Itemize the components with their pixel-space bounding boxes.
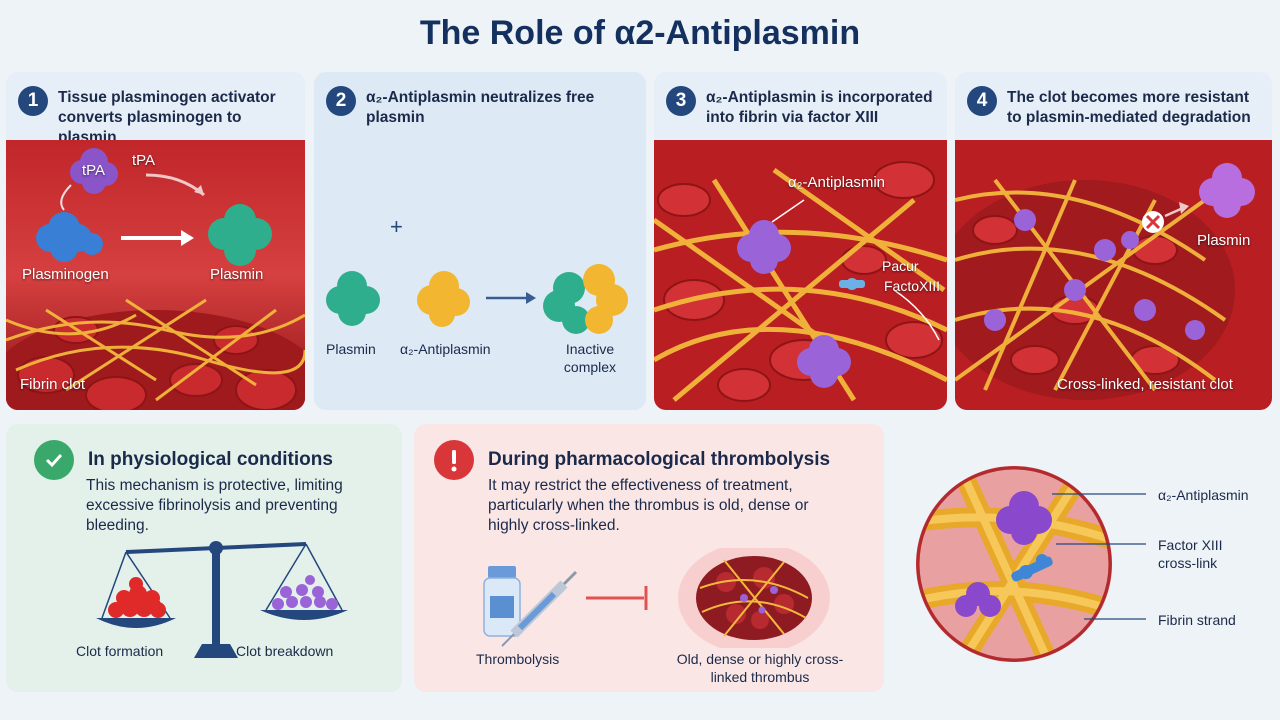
antiplasmin-molecule-2 bbox=[797, 335, 851, 388]
plasminogen-label: Plasminogen bbox=[22, 266, 109, 283]
syringe-icon bbox=[501, 570, 578, 647]
thrombolysis-label: Thrombolysis bbox=[476, 651, 560, 667]
physiological-title: In physiological conditions bbox=[88, 449, 333, 470]
blocked-icon bbox=[1142, 211, 1164, 233]
thrombolysis-illustration bbox=[483, 548, 830, 648]
alert-icon bbox=[434, 440, 474, 480]
incorporation-illustration bbox=[654, 140, 947, 410]
plus-sign: + bbox=[390, 214, 403, 239]
thrombus-label: Old, dense or highly cross-linked thromb… bbox=[676, 651, 844, 685]
fibrin-clot-label: Fibrin clot bbox=[20, 376, 86, 393]
tpa-molecule-label: tPA bbox=[82, 162, 106, 179]
antiplasmin-molecule bbox=[417, 271, 470, 327]
step-3-header: 3 α₂-Antiplasmin is incorporated into fi… bbox=[666, 86, 939, 142]
vial-icon bbox=[483, 566, 521, 637]
step-2-scene: + Plasmin α₂-Antiplasmin Inactive comple… bbox=[314, 140, 646, 410]
step-3-text: α₂-Antiplasmin is incorporated into fibr… bbox=[706, 89, 933, 126]
pharmacological-panel: During pharmacological thrombolysis It m… bbox=[414, 424, 884, 692]
plasmin-label: Plasmin bbox=[1197, 232, 1251, 249]
step-3-panel: 3 α₂-Antiplasmin is incorporated into fi… bbox=[654, 72, 947, 410]
clot-pile bbox=[108, 577, 166, 618]
inactive-complex-label: Inactive complex bbox=[563, 341, 617, 375]
zoom-factor-label: Factor XIII cross-link bbox=[1158, 537, 1223, 571]
physiological-panel: In physiological conditions This mechani… bbox=[6, 424, 402, 692]
step-1-panel: 1 Tissue plasminogen activator converts … bbox=[6, 72, 305, 410]
step-3-number: 3 bbox=[666, 86, 696, 116]
zoom-antiplasmin-2 bbox=[955, 582, 1001, 617]
zoom-factor-link bbox=[1011, 554, 1053, 582]
step-2-text: α₂-Antiplasmin neutralizes free plasmin bbox=[366, 89, 595, 126]
step-4-panel: 4 The clot becomes more resistant to pla… bbox=[955, 72, 1272, 410]
balance-scale-icon bbox=[96, 541, 348, 658]
step-2-header: 2 α₂-Antiplasmin neutralizes free plasmi… bbox=[326, 86, 638, 142]
antiplasmin-label: α₂-Antiplasmin bbox=[788, 174, 886, 191]
step-1-text: Tissue plasminogen activator converts pl… bbox=[58, 89, 276, 146]
factor-label-1: Pacur bbox=[882, 258, 919, 274]
step-3-scene: α₂-Antiplasmin Pacur FactoXIII bbox=[654, 140, 947, 410]
zoom-fibrin-label: Fibrin strand bbox=[1158, 612, 1236, 628]
factor-label-2: FactoXIII bbox=[884, 278, 941, 294]
zoom-panel: α₂-Antiplasmin Factor XIII cross-link Fi… bbox=[894, 424, 1272, 692]
resistant-clot-illustration bbox=[955, 140, 1272, 410]
neutralization-illustration bbox=[326, 264, 628, 334]
step-4-header: 4 The clot becomes more resistant to pla… bbox=[967, 86, 1264, 142]
fibrin-zoom-illustration bbox=[916, 466, 1112, 662]
step-4-scene: Plasmin Cross-linked, resistant clot bbox=[955, 140, 1272, 410]
pharmacological-body: It may restrict the effectiveness of tre… bbox=[488, 477, 809, 534]
step-2-number: 2 bbox=[326, 86, 356, 116]
plasminogen-molecule bbox=[36, 212, 103, 262]
step-1-scene: tPA tPA Plasminogen Plasmin Fibrin clot bbox=[6, 140, 305, 410]
tpa-molecule bbox=[70, 148, 118, 194]
plasmin-label: Plasmin bbox=[326, 341, 376, 357]
breakdown-pile bbox=[272, 575, 338, 610]
thrombus-illustration bbox=[678, 548, 830, 648]
inactive-complex-molecule bbox=[543, 264, 628, 334]
check-icon bbox=[34, 440, 74, 480]
zoom-antiplasmin-label: α₂-Antiplasmin bbox=[1158, 487, 1249, 503]
step-4-number: 4 bbox=[967, 86, 997, 116]
pharmacological-title: During pharmacological thrombolysis bbox=[488, 449, 831, 470]
zoom-antiplasmin bbox=[996, 491, 1052, 545]
antiplasmin-molecule bbox=[737, 220, 791, 274]
zoom-leader-lines bbox=[1052, 493, 1146, 620]
clot-formation-label: Clot formation bbox=[76, 643, 164, 659]
plasmin-molecule bbox=[208, 204, 272, 266]
tpa-arrow-label: tPA bbox=[132, 152, 156, 169]
clot-breakdown-label: Clot breakdown bbox=[236, 643, 334, 659]
step-1-number: 1 bbox=[18, 86, 48, 116]
step-4-text: The clot becomes more resistant to plasm… bbox=[1007, 89, 1251, 126]
antiplasmin-label: α₂-Antiplasmin bbox=[400, 341, 491, 357]
bound-antiplasmin bbox=[984, 209, 1205, 340]
physiological-body: This mechanism is protective, limiting e… bbox=[86, 477, 343, 534]
plasmin-label: Plasmin bbox=[210, 266, 264, 283]
plasmin-molecule bbox=[1199, 163, 1255, 218]
factor-xiii-link bbox=[839, 278, 865, 290]
activation-illustration bbox=[6, 140, 305, 410]
plasmin-molecule bbox=[326, 271, 380, 326]
step-1-header: 1 Tissue plasminogen activator converts … bbox=[18, 86, 297, 146]
resistant-clot-label: Cross-linked, resistant clot bbox=[1057, 376, 1233, 393]
page-title: The Role of α2-Antiplasmin bbox=[419, 14, 861, 52]
pharmacological-header: During pharmacological thrombolysis bbox=[434, 440, 830, 480]
step-2-panel: 2 α₂-Antiplasmin neutralizes free plasmi… bbox=[314, 72, 646, 410]
physiological-header: In physiological conditions bbox=[34, 440, 333, 480]
